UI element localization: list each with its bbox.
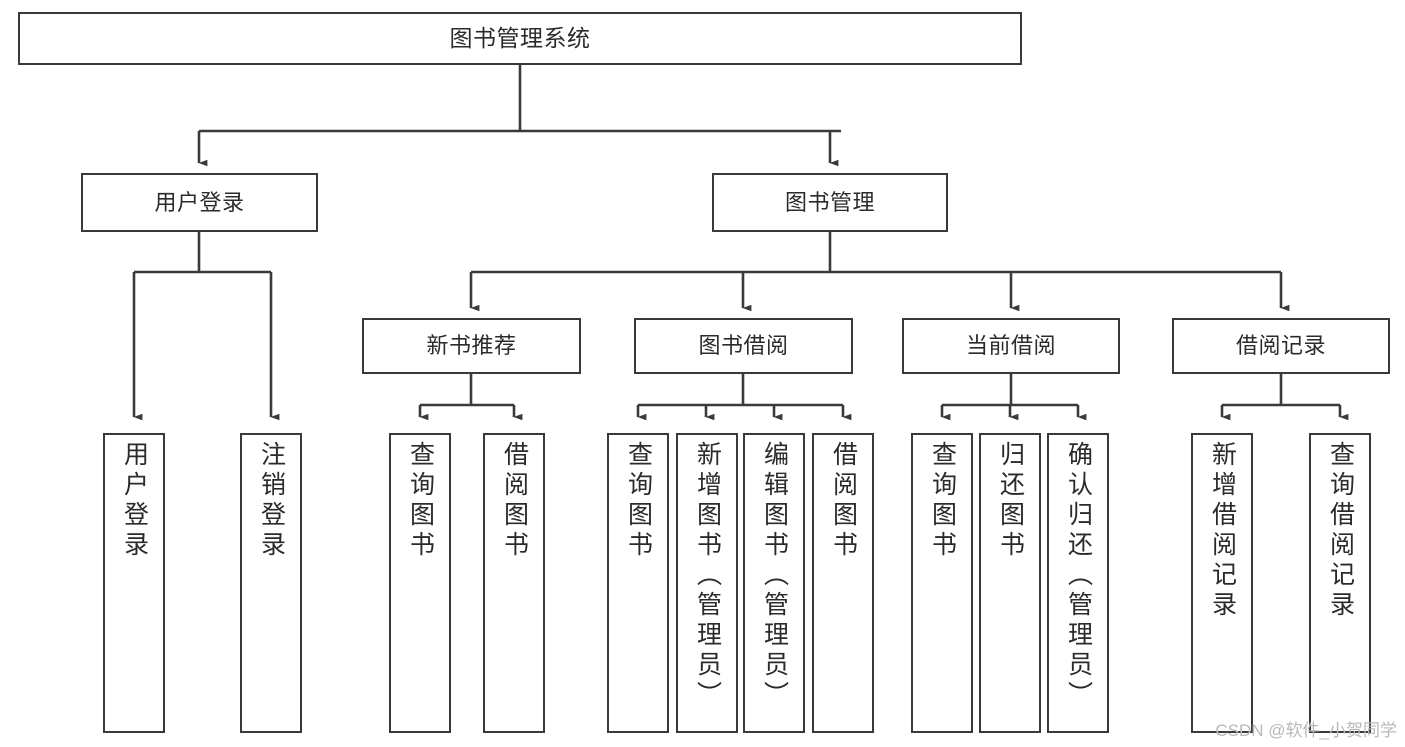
node-book-borrow-label: 图书借阅 <box>698 333 789 359</box>
node-leaf-edit-book[interactable]: 编辑图书（管理员） <box>743 433 805 733</box>
node-root[interactable]: 图书管理系统 <box>18 12 1022 65</box>
node-book-admin[interactable]: 图书管理 <box>712 173 948 232</box>
node-leaf-query-record[interactable]: 查询借阅记录 <box>1309 433 1371 733</box>
node-new-book-rec-label: 新书推荐 <box>426 333 517 359</box>
node-leaf-query-book-1[interactable]: 查询图书 <box>389 433 451 733</box>
node-leaf-confirm-return-label: 确认归还（管理员） <box>1064 441 1093 711</box>
node-book-borrow[interactable]: 图书借阅 <box>634 318 853 374</box>
node-leaf-borrow-book-2-label: 借阅图书 <box>829 441 858 561</box>
csdn-watermark: CSDN @软件_小贺同学 <box>1215 721 1397 740</box>
node-leaf-query-book-3[interactable]: 查询图书 <box>911 433 973 733</box>
node-leaf-return-book-label: 归还图书 <box>996 441 1025 561</box>
node-new-book-rec[interactable]: 新书推荐 <box>362 318 581 374</box>
node-current-borrow[interactable]: 当前借阅 <box>902 318 1120 374</box>
node-leaf-add-book[interactable]: 新增图书（管理员） <box>676 433 738 733</box>
node-leaf-add-book-label: 新增图书（管理员） <box>693 441 722 711</box>
node-borrow-record-label: 借阅记录 <box>1235 333 1326 359</box>
node-leaf-borrow-book-2[interactable]: 借阅图书 <box>812 433 874 733</box>
node-leaf-return-book[interactable]: 归还图书 <box>979 433 1041 733</box>
node-user-login-label: 用户登录 <box>154 189 245 215</box>
node-leaf-edit-book-label: 编辑图书（管理员） <box>760 441 789 711</box>
node-current-borrow-label: 当前借阅 <box>965 333 1056 359</box>
node-leaf-add-record-label: 新增借阅记录 <box>1208 441 1237 621</box>
node-leaf-logout-label: 注销登录 <box>257 441 286 561</box>
node-leaf-query-book-3-label: 查询图书 <box>928 441 957 561</box>
node-book-admin-label: 图书管理 <box>784 189 875 215</box>
node-leaf-query-book-2-label: 查询图书 <box>624 441 653 561</box>
node-leaf-add-record[interactable]: 新增借阅记录 <box>1191 433 1253 733</box>
node-leaf-query-book-1-label: 查询图书 <box>406 441 435 561</box>
node-leaf-user-login-label: 用户登录 <box>120 441 149 561</box>
node-leaf-query-book-2[interactable]: 查询图书 <box>607 433 669 733</box>
node-leaf-logout[interactable]: 注销登录 <box>240 433 302 733</box>
node-leaf-user-login[interactable]: 用户登录 <box>103 433 165 733</box>
node-leaf-query-record-label: 查询借阅记录 <box>1326 441 1355 621</box>
node-user-login[interactable]: 用户登录 <box>81 173 318 232</box>
node-leaf-borrow-book-1-label: 借阅图书 <box>500 441 529 561</box>
node-root-label: 图书管理系统 <box>449 25 591 52</box>
node-leaf-confirm-return[interactable]: 确认归还（管理员） <box>1047 433 1109 733</box>
node-leaf-borrow-book-1[interactable]: 借阅图书 <box>483 433 545 733</box>
node-borrow-record[interactable]: 借阅记录 <box>1172 318 1390 374</box>
